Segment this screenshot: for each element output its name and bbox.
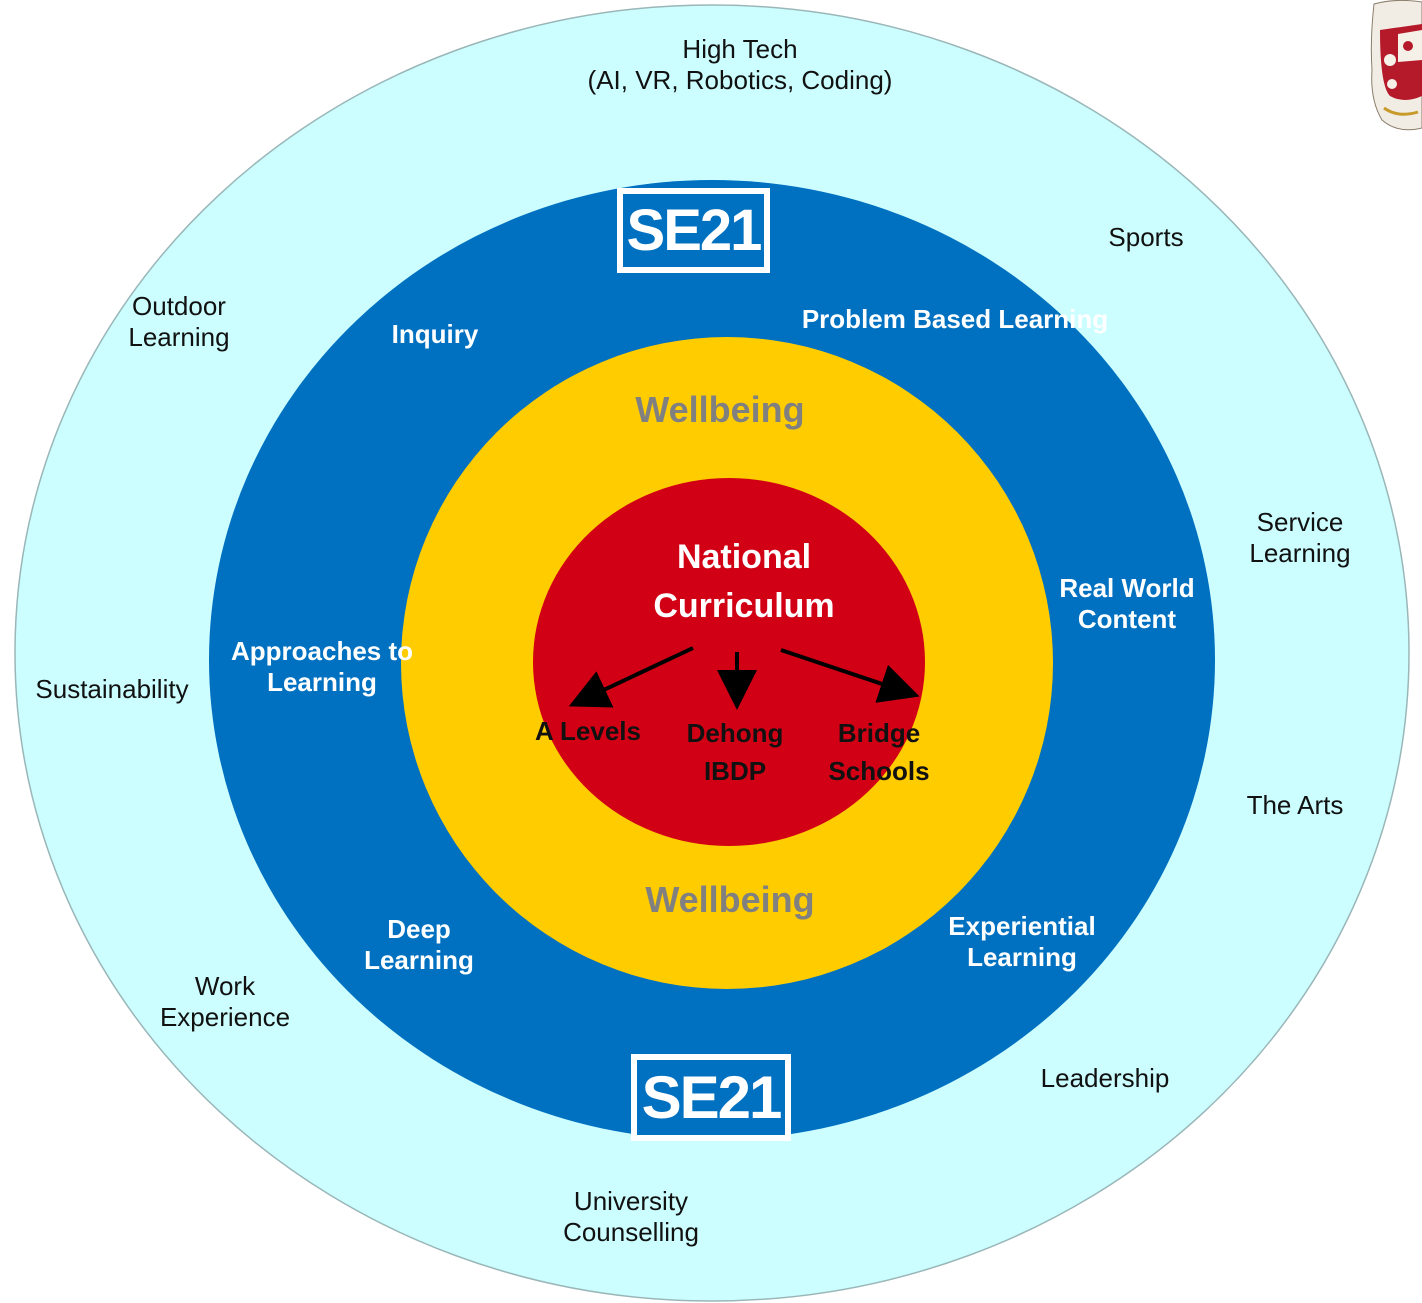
approaches-to-learning-label: Approaches to Learning [230, 636, 414, 698]
the-arts-label: The Arts [1246, 790, 1344, 820]
dehong-ibdp-label: Dehong IBDP [686, 718, 784, 786]
work-experience-label: Work Experience [159, 971, 291, 1033]
wellbeing-top-label: Wellbeing [635, 389, 805, 430]
leadership-label: Leadership [1040, 1063, 1170, 1093]
core-circle [533, 478, 925, 846]
bridge-schools-label: Bridge Schools [828, 718, 930, 786]
arrow-to-a-levels [568, 646, 694, 708]
high-tech-label: High Tech (AI, VR, Robotics, Coding) [587, 34, 893, 96]
national-curriculum-label: National Curriculum [653, 538, 835, 626]
wellbeing-bottom-label: Wellbeing [645, 879, 815, 920]
a-levels-label: A Levels [535, 716, 641, 746]
outdoor-learning-label: Outdoor Learning [128, 291, 230, 353]
arrow-to-bridge-schools [780, 648, 920, 703]
se21-logo-top: SE21 [617, 188, 770, 273]
deep-learning-label: Deep Learning [364, 914, 474, 976]
se21-logo-bottom: SE21 [631, 1054, 791, 1141]
inquiry-label: Inquiry [391, 319, 479, 349]
university-counselling-label: University Counselling [563, 1186, 699, 1248]
service-learning-label: Service Learning [1249, 507, 1351, 569]
sports-label: Sports [1108, 222, 1184, 252]
experiential-learning-label: Experiential Learning [948, 911, 1096, 973]
problem-based-learning-label: Problem Based Learning [801, 304, 1109, 334]
school-crest-logo [1370, 0, 1422, 131]
real-world-content-label: Real World Content [1059, 573, 1195, 635]
sustainability-label: Sustainability [35, 674, 189, 704]
